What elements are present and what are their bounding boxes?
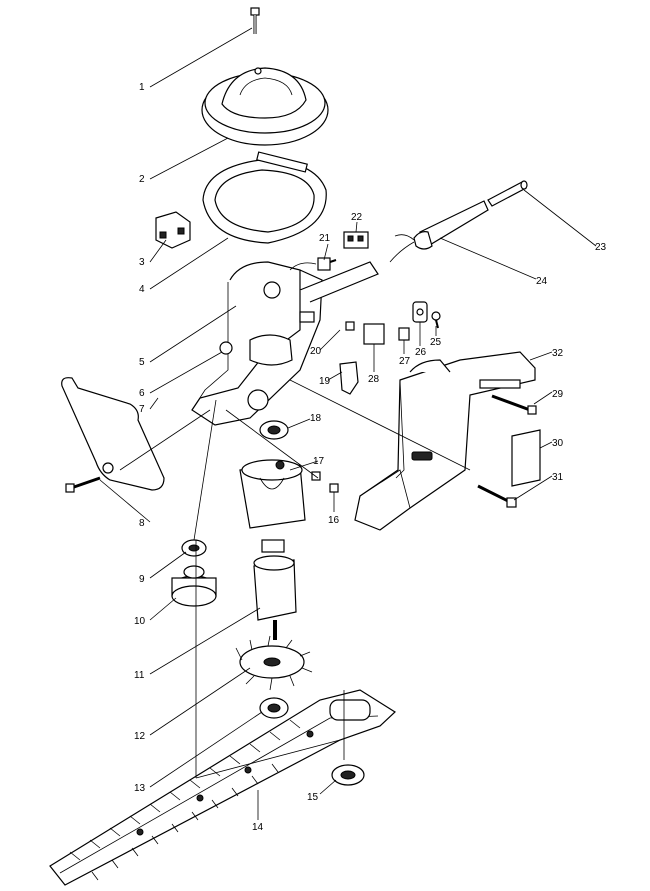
callout-26: 26: [415, 347, 427, 358]
part-cover-2: [201, 67, 329, 146]
leader-lines: [99, 27, 597, 820]
part-screw-1: [250, 7, 260, 34]
callout-18: 18: [310, 413, 322, 424]
callout-7: 7: [139, 404, 145, 415]
callout-12: 12: [134, 731, 146, 742]
callout-20: 20: [310, 346, 322, 357]
callout-24: 24: [536, 276, 548, 287]
part-20: [299, 311, 355, 331]
part-bearing-15: [331, 764, 365, 786]
part-field-17: [239, 459, 306, 529]
callout-25: 25: [430, 337, 442, 348]
callout-labels: 1 2 3 4 5 6 7 8 9 10 11 12 13 14 15 16 1…: [134, 82, 607, 833]
part-21: [317, 257, 337, 271]
part-16: [311, 471, 339, 493]
part-bearing-18: [259, 420, 289, 440]
part-fan-12: [235, 635, 313, 691]
part-switch-block-3: [155, 211, 191, 249]
callout-3: 3: [139, 257, 145, 268]
part-bearing-9: [181, 539, 207, 557]
callout-17: 17: [313, 456, 325, 467]
callout-9: 9: [139, 574, 145, 585]
part-19: [339, 361, 359, 395]
callout-27: 27: [399, 356, 411, 367]
callout-21: 21: [319, 233, 331, 244]
part-26: [412, 301, 428, 323]
part-22: [343, 231, 369, 249]
part-blade-14: [49, 689, 396, 886]
part-screw-29: [491, 394, 537, 415]
part-gear-10: [171, 565, 217, 607]
callout-13: 13: [134, 783, 146, 794]
part-frame-4: [202, 151, 327, 244]
part-tube-23: [487, 180, 528, 207]
callout-2: 2: [139, 174, 145, 185]
callout-23: 23: [595, 242, 607, 253]
callout-16: 16: [328, 515, 340, 526]
callout-22: 22: [351, 212, 363, 223]
callout-15: 15: [307, 792, 319, 803]
callout-10: 10: [134, 616, 146, 627]
callout-14: 14: [252, 822, 264, 833]
part-28: [363, 323, 385, 345]
part-label-30: [511, 429, 541, 487]
part-housing-5: [191, 261, 379, 426]
callout-6: 6: [139, 388, 145, 399]
callout-32: 32: [552, 348, 564, 359]
callout-4: 4: [139, 284, 145, 295]
part-27: [398, 327, 410, 341]
callout-19: 19: [319, 376, 331, 387]
part-armature-11: [253, 539, 297, 640]
callout-30: 30: [552, 438, 564, 449]
callout-29: 29: [552, 389, 564, 400]
part-25: [431, 311, 441, 329]
part-screw-8: [65, 462, 114, 493]
part-cord-24: [389, 200, 489, 263]
callout-28: 28: [368, 374, 380, 385]
part-bearing-13: [259, 697, 289, 719]
part-handle-housing-32: [354, 351, 536, 531]
callout-11: 11: [134, 670, 145, 681]
part-6: [219, 341, 233, 355]
callout-5: 5: [139, 357, 145, 368]
callout-1: 1: [139, 82, 145, 93]
part-screw-31: [477, 484, 517, 508]
callout-31: 31: [552, 472, 564, 483]
part-guard-7: [61, 377, 165, 491]
callout-8: 8: [139, 518, 145, 529]
